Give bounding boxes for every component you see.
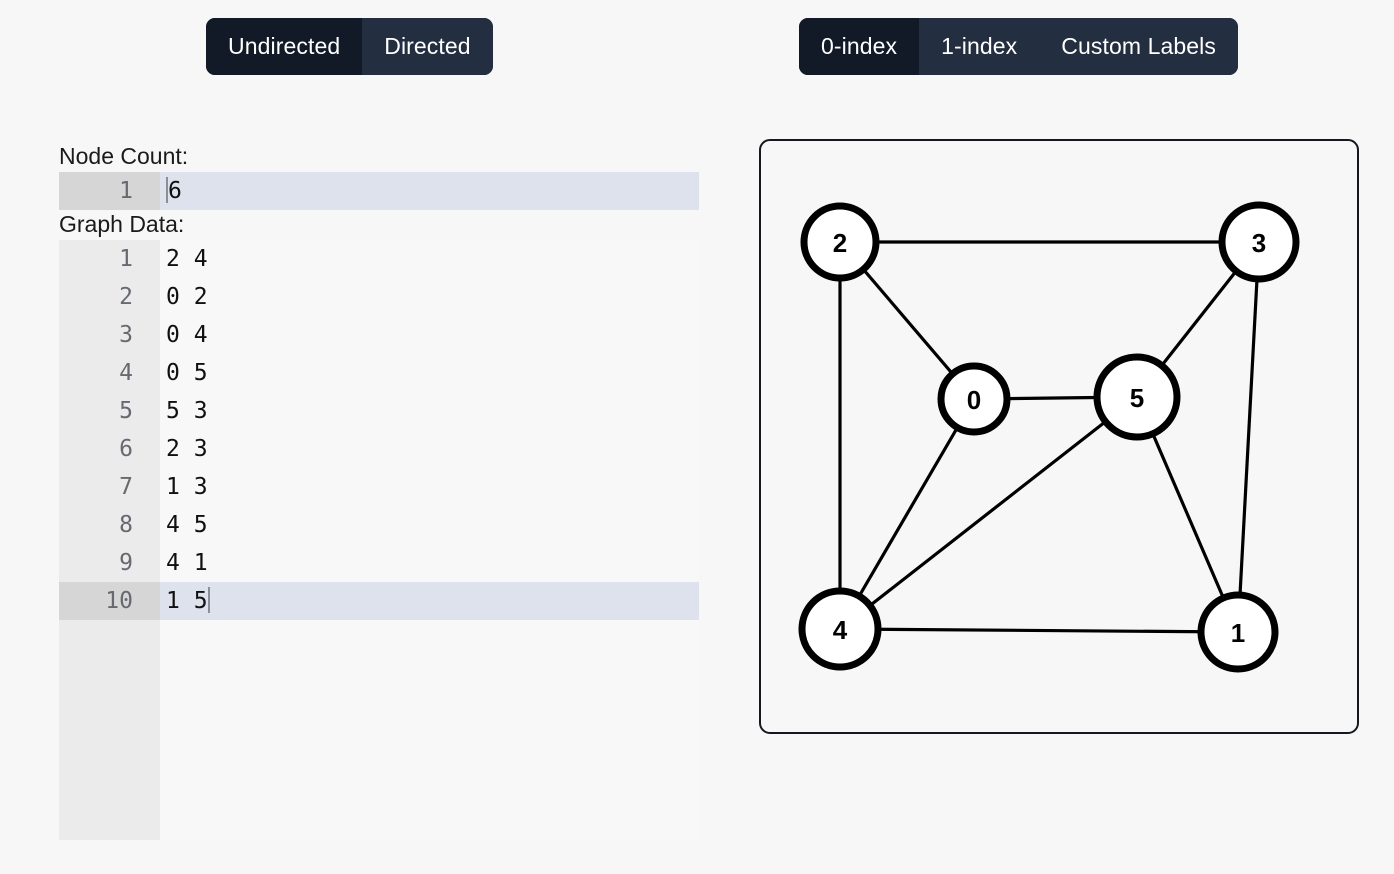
line-number: 2 [59,278,160,316]
line-text[interactable]: 1 3 [166,474,208,500]
graph-edge [839,627,1239,634]
graph-data-label: Graph Data: [59,211,185,237]
line-text[interactable]: 2 4 [166,246,208,272]
graph-edge [839,395,1138,631]
text-caret [166,177,168,203]
node-label: 2 [833,228,847,258]
node-layer: 0 1 2 3 4 5 [798,201,1300,673]
line-number: 1 [59,240,160,278]
line-number: 8 [59,506,160,544]
node-circle[interactable] [1218,201,1300,283]
line-text[interactable]: 5 3 [166,398,208,424]
toggle-custom-labels[interactable]: Custom Labels [1039,18,1238,75]
node-label: 0 [967,385,981,415]
graph-edge [838,398,976,630]
node-circle[interactable] [1197,591,1279,673]
node-circle[interactable] [1093,353,1181,441]
node-label: 3 [1252,228,1266,258]
line-number: 9 [59,544,160,582]
line-text[interactable]: 4 1 [166,550,208,576]
node-count-label: Node Count: [59,143,189,169]
node-circle[interactable] [800,202,880,282]
graph-node-1[interactable]: 1 [1197,591,1279,673]
line-text[interactable]: 0 2 [166,284,208,310]
text-caret [207,587,210,613]
line-number: 3 [59,316,160,354]
line-text[interactable]: 0 5 [166,360,208,386]
toggle-0-index[interactable]: 0-index [799,18,920,75]
line-text[interactable]: 6 [160,172,699,210]
gutter-filler [59,620,160,840]
line-text[interactable]: 1 5 [160,582,699,620]
graph-canvas[interactable]: 0 1 2 3 4 5 [761,141,1357,732]
graph-node-0[interactable]: 0 [937,362,1011,436]
node-circle[interactable] [798,587,882,671]
line-text[interactable]: 0 4 [166,322,208,348]
toggle-directed[interactable]: Directed [362,18,493,75]
toggle-1-index[interactable]: 1-index [919,18,1040,75]
graph-edge [1236,241,1261,633]
line-number: 10 [59,582,160,620]
node-circle[interactable] [937,362,1011,436]
line-text[interactable]: 4 5 [166,512,208,538]
line-number: 7 [59,468,160,506]
graph-node-4[interactable]: 4 [798,587,882,671]
edge-layer [838,240,1261,634]
node-label: 1 [1231,618,1245,648]
graph-node-3[interactable]: 3 [1218,201,1300,283]
line-number: 5 [59,392,160,430]
toggle-undirected[interactable]: Undirected [206,18,363,75]
line-number: 4 [59,354,160,392]
graph-visualization-panel[interactable]: 0 1 2 3 4 5 [759,139,1359,734]
line-number: 1 [59,172,160,210]
line-number: 6 [59,430,160,468]
graph-node-5[interactable]: 5 [1093,353,1181,441]
node-label: 5 [1130,383,1144,413]
line-text[interactable]: 2 3 [166,436,208,462]
graph-node-2[interactable]: 2 [800,202,880,282]
node-label: 4 [833,615,848,645]
